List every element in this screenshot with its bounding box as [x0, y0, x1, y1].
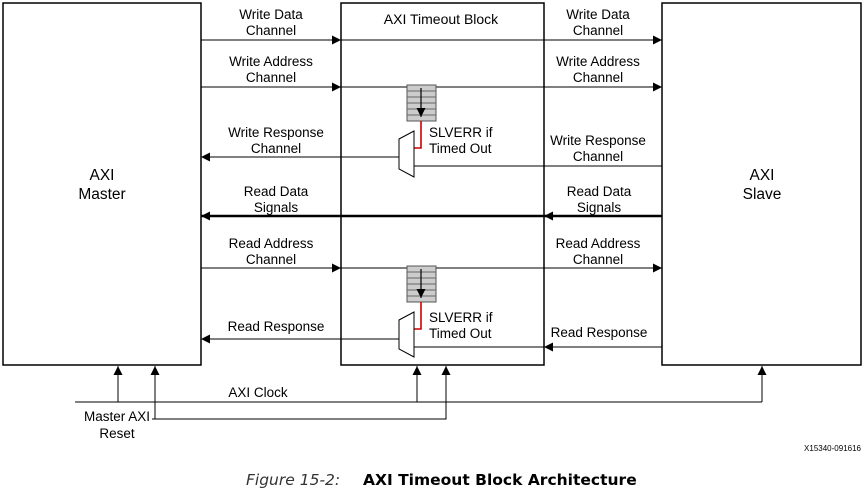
- write-response-label-left-2: Channel: [251, 141, 301, 156]
- master-label-line1: AXI: [90, 167, 115, 184]
- read-response-label-left: Read Response: [228, 319, 325, 334]
- write-response-label-left-1: Write Response: [228, 125, 324, 140]
- axi-master-block: [2, 2, 202, 366]
- write-response-label-right-1: Write Response: [550, 133, 646, 148]
- write-response-label-right-2: Channel: [573, 149, 623, 164]
- write-slverr-label-1: SLVERR if: [429, 125, 493, 140]
- reset-line: [154, 366, 447, 420]
- write-address-label-right-2: Channel: [573, 70, 623, 85]
- read-timeout-fifo: [406, 265, 437, 303]
- caption-title: AXI Timeout Block Architecture: [363, 471, 637, 489]
- slave-label-line1: AXI: [750, 167, 775, 184]
- read-response-mux: [398, 311, 415, 358]
- caption-number: Figure 15-2:: [246, 471, 340, 489]
- figure-id: X15340-091616: [804, 444, 861, 453]
- read-data-label-left-1: Read Data: [244, 184, 309, 199]
- axi-slave-block: [661, 2, 862, 366]
- read-address-label-left-1: Read Address: [229, 236, 314, 251]
- read-data-label-left-2: Signals: [254, 200, 299, 215]
- axi-timeout-block: [340, 2, 545, 366]
- write-slverr-label-2: Timed Out: [429, 141, 492, 156]
- write-address-label-right-1: Write Address: [556, 54, 640, 69]
- read-slverr-wire: [414, 302, 422, 330]
- slave-label-line2: Slave: [743, 186, 782, 203]
- write-timeout-fifo: [406, 84, 437, 122]
- read-address-label-right-2: Channel: [573, 252, 623, 267]
- master-label-line2: Master: [78, 186, 125, 203]
- write-data-label-left-1: Write Data: [239, 7, 303, 22]
- read-slverr-label-1: SLVERR if: [429, 310, 493, 325]
- write-address-label-left-2: Channel: [246, 70, 296, 85]
- axi-clock-label: AXI Clock: [228, 385, 288, 400]
- write-slverr-wire: [414, 121, 422, 149]
- write-response-mux: [398, 130, 415, 178]
- read-data-label-right-2: Signals: [577, 200, 622, 215]
- write-data-label-right-1: Write Data: [566, 7, 630, 22]
- read-response-label-right: Read Response: [551, 325, 648, 340]
- write-address-label-left-1: Write Address: [229, 54, 313, 69]
- read-address-label-left-2: Channel: [246, 252, 296, 267]
- write-data-label-right-2: Channel: [573, 23, 623, 38]
- read-slverr-label-2: Timed Out: [429, 326, 492, 341]
- write-data-label-left-2: Channel: [246, 23, 296, 38]
- reset-label-1: Master AXI: [84, 409, 150, 424]
- reset-label-2: Reset: [99, 426, 135, 441]
- read-data-label-right-1: Read Data: [567, 184, 632, 199]
- read-address-label-right-1: Read Address: [556, 236, 641, 251]
- timeout-block-title: AXI Timeout Block: [384, 11, 499, 27]
